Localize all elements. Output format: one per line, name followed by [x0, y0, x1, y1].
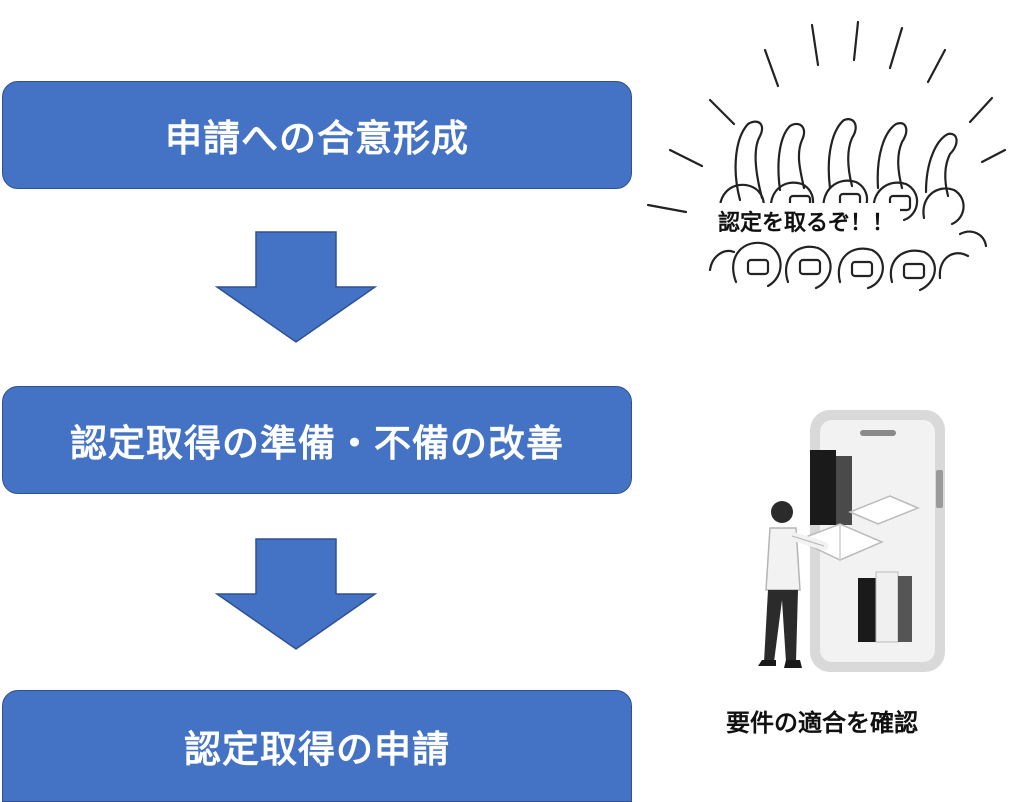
step-label: 申請への合意形成 — [165, 117, 469, 160]
step-application-box: 認定取得の申請 — [2, 690, 632, 802]
crowd-caption: 認定を取るぞ！！ — [712, 203, 901, 239]
step-label: 認定取得の申請 — [184, 728, 450, 771]
step-consensus-box: 申請への合意形成 — [2, 81, 632, 189]
down-arrow-icon — [215, 538, 377, 650]
step-preparation-box: 認定取得の準備・不備の改善 — [2, 386, 632, 494]
reader-caption: 要件の適合を確認 — [726, 709, 918, 737]
down-arrow-icon — [215, 231, 377, 343]
cheering-crowd-sketch-icon — [646, 20, 1007, 292]
step-label: 認定取得の準備・不備の改善 — [70, 422, 564, 465]
person-reading-books-phone-icon — [758, 410, 945, 672]
